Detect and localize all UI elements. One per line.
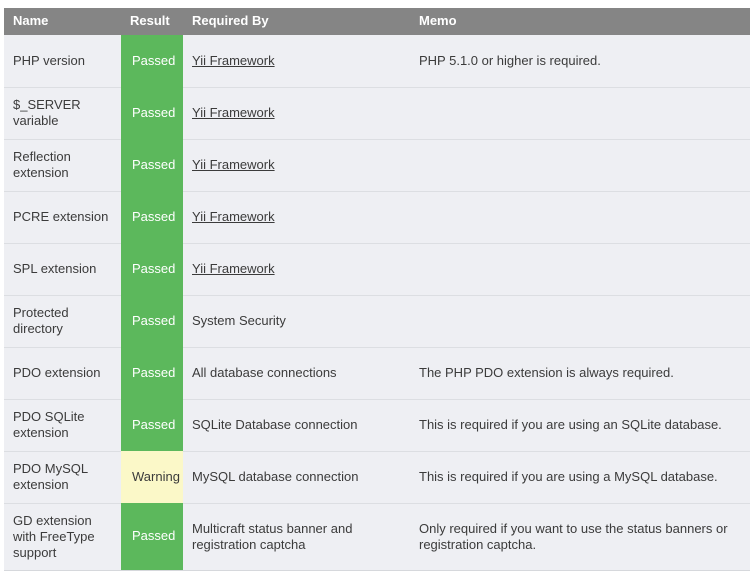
requirement-name: PDO extension (4, 346, 121, 399)
required-by-link[interactable]: Yii Framework (192, 52, 275, 68)
status-badge: Passed (130, 519, 175, 554)
table-row: $_SERVER variable Passed Yii Framework (4, 86, 750, 139)
required-by-cell: Yii Framework (183, 190, 410, 243)
memo-cell: The PHP PDO extension is always required… (410, 346, 750, 399)
table-row: PDO MySQL extension Warning MySQL database… (4, 450, 750, 503)
requirement-name: GD extension with FreeType support (4, 502, 121, 570)
required-by-text: Multicraft status banner and registratio… (192, 520, 353, 552)
result-status-cell: Warning (121, 451, 183, 503)
status-badge: Passed (130, 408, 175, 442)
status-badge: Passed (130, 356, 175, 390)
status-badge: Passed (130, 148, 175, 182)
status-badge: Passed (130, 304, 175, 338)
required-by-cell: System Security (183, 294, 410, 347)
table-row: PDO SQLite extension Passed SQLite Databas… (4, 398, 750, 451)
memo-cell: This is required if you are using a MySQ… (410, 450, 750, 503)
status-badge: Passed (130, 96, 175, 130)
table-row: PCRE extension Passed Yii Framework (4, 190, 750, 243)
requirement-name: $_SERVER variable (4, 86, 121, 139)
requirement-name: Reflection extension (4, 138, 121, 191)
required-by-text: MySQL database connection (192, 469, 359, 484)
column-header-name: Name (4, 8, 121, 35)
memo-cell (410, 294, 750, 347)
column-header-result: Result (121, 8, 183, 35)
memo-cell: PHP 5.1.0 or higher is required. (410, 35, 750, 87)
result-status-cell: Passed (121, 87, 183, 139)
memo-cell (410, 86, 750, 139)
required-by-cell: Yii Framework (183, 242, 410, 295)
required-by-cell: Yii Framework (183, 138, 410, 191)
result-status-cell: Passed (121, 139, 183, 191)
result-status-cell: Passed (121, 35, 183, 87)
status-badge: Warning (130, 460, 180, 494)
requirements-table-container: Name Result Required By Memo PHP version… (4, 8, 750, 571)
required-by-link[interactable]: Yii Framework (192, 261, 275, 276)
column-header-required-by: Required By (183, 8, 410, 35)
memo-cell (410, 242, 750, 295)
required-by-link[interactable]: Yii Framework (192, 157, 275, 172)
table-row: Reflection extension Passed Yii Framework (4, 138, 750, 191)
required-by-cell: Multicraft status banner and registratio… (183, 502, 410, 570)
required-by-cell: Yii Framework (183, 35, 410, 87)
column-header-memo: Memo (410, 8, 750, 35)
requirement-name: Protected directory (4, 294, 121, 347)
result-status-cell: Passed (121, 503, 183, 570)
memo-cell (410, 138, 750, 191)
table-row: SPL extension Passed Yii Framework (4, 242, 750, 295)
status-badge: Passed (130, 200, 175, 234)
result-status-cell: Passed (121, 399, 183, 451)
requirements-table: Name Result Required By Memo PHP version… (4, 8, 750, 571)
requirement-name: PHP version (4, 35, 121, 87)
requirements-page: Name Result Required By Memo PHP version… (4, 8, 750, 571)
required-by-link[interactable]: Yii Framework (192, 209, 275, 224)
table-header: Name Result Required By Memo (4, 8, 750, 35)
required-by-text: All database connections (192, 365, 337, 380)
required-by-text: System Security (192, 313, 286, 328)
required-by-link[interactable]: Yii Framework (192, 105, 275, 120)
table-row: GD extension with FreeType support Passed… (4, 502, 750, 570)
required-by-cell: SQLite Database connection (183, 398, 410, 451)
table-header-row: Name Result Required By Memo (4, 8, 750, 35)
memo-cell: Only required if you want to use the sta… (410, 502, 750, 570)
requirement-name: PCRE extension (4, 190, 121, 243)
required-by-cell: MySQL database connection (183, 450, 410, 503)
required-by-text: SQLite Database connection (192, 417, 358, 432)
table-row: PHP version Passed Yii Framework PHP 5.1.0 … (4, 35, 750, 87)
requirement-name: SPL extension (4, 242, 121, 295)
memo-cell (410, 190, 750, 243)
table-row: PDO extension Passed All database connecti… (4, 346, 750, 399)
memo-cell: This is required if you are using an SQL… (410, 398, 750, 451)
status-badge: Passed (130, 252, 175, 286)
result-status-cell: Passed (121, 295, 183, 347)
status-badge: Passed (130, 44, 175, 78)
required-by-cell: Yii Framework (183, 86, 410, 139)
requirement-name: PDO SQLite extension (4, 398, 121, 451)
required-by-cell: All database connections (183, 346, 410, 399)
table-row: Protected directory Passed System Security (4, 294, 750, 347)
result-status-cell: Passed (121, 191, 183, 243)
result-status-cell: Passed (121, 243, 183, 295)
result-status-cell: Passed (121, 347, 183, 399)
requirement-name: PDO MySQL extension (4, 450, 121, 503)
